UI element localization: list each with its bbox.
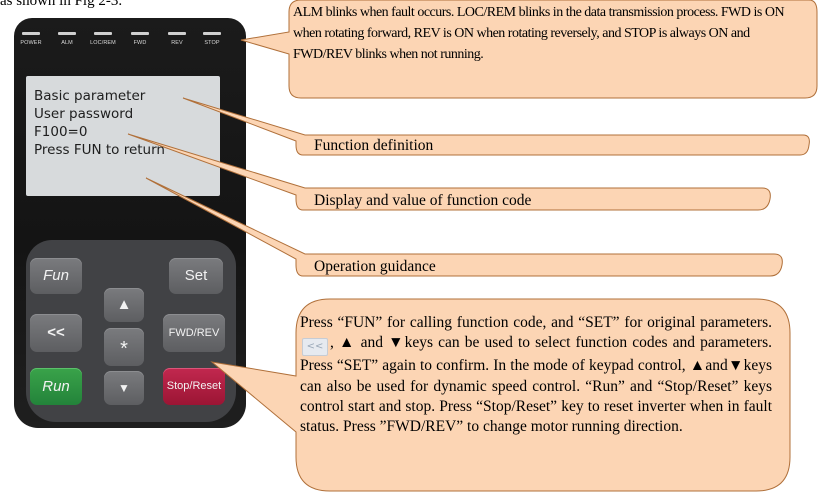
callout-function-definition-shape <box>182 97 810 156</box>
stop-reset-key-label: Stop/Reset <box>166 380 222 392</box>
set-key-label: Set <box>184 267 208 284</box>
keypad-panel: POWER ALM LOC/REM FWD REV STOP Basic par… <box>14 18 246 428</box>
led-power: POWER <box>17 32 45 46</box>
led-label: STOP <box>204 40 220 46</box>
led-loc-rem: LOC/REM <box>89 32 117 46</box>
callout-indicators-shape <box>240 0 818 99</box>
lcd-display: Basic parameter User password F100=0 Pre… <box>26 76 220 196</box>
set-key[interactable]: Set <box>169 258 223 294</box>
led-label: LOC/REM <box>90 40 116 46</box>
lcd-line-function-group: Basic parameter <box>34 88 146 104</box>
run-key-label: Run <box>42 378 70 395</box>
fun-key[interactable]: Fun <box>30 258 82 294</box>
star-key[interactable]: * <box>104 328 144 366</box>
double-chevron-left-icon: << <box>47 324 65 341</box>
callout-keys-text-part2: , ▲ and ▼keys can be used to select func… <box>300 334 772 436</box>
shift-left-key[interactable]: << <box>30 314 82 352</box>
stop-reset-key[interactable]: Stop/Reset <box>163 368 225 405</box>
led-label: REV <box>171 40 183 46</box>
up-arrow-key[interactable]: ▲ <box>104 288 144 322</box>
led-rev: REV <box>163 32 191 46</box>
indicator-led-row: POWER ALM LOC/REM FWD REV STOP <box>14 32 246 58</box>
down-arrow-key[interactable]: ▼ <box>104 371 144 405</box>
led-alm: ALM <box>53 32 81 46</box>
fwd-rev-key[interactable]: FWD/REV <box>163 314 225 352</box>
run-key[interactable]: Run <box>30 368 82 405</box>
asterisk-icon: * <box>120 338 128 360</box>
callout-indicators-text: ALM blinks when fault occurs. LOC/REM bl… <box>293 5 785 62</box>
lcd-line-function-value: F100=0 <box>34 124 88 140</box>
led-label: POWER <box>20 40 42 46</box>
callout-operation-guidance-text: Operation guidance <box>314 258 436 275</box>
callout-display-value-shape <box>127 133 771 211</box>
callout-display-value-text: Display and value of function code <box>314 192 532 209</box>
down-arrow-icon: ▼ <box>118 381 130 395</box>
callout-operation-guidance-shape <box>145 177 783 277</box>
fun-key-label: Fun <box>43 267 69 284</box>
led-stop: STOP <box>198 32 226 46</box>
led-label: FWD <box>133 40 147 46</box>
figure-caption-fragment: as shown in Fig 2-3. <box>0 0 123 9</box>
lcd-line-function-name: User password <box>34 106 134 122</box>
shift-key-icon: << <box>302 338 328 357</box>
callout-keys-shape <box>210 298 791 492</box>
callout-keys-text-part1: Press “FUN” for calling function code, a… <box>300 314 772 331</box>
fwd-rev-key-label: FWD/REV <box>168 327 220 339</box>
callout-function-definition-text: Function definition <box>314 137 434 154</box>
lcd-line-guidance: Press FUN to return <box>34 142 165 158</box>
led-label: ALM <box>61 40 73 46</box>
up-arrow-icon: ▲ <box>116 296 132 313</box>
callout-keys-text: Press “FUN” for calling function code, a… <box>300 313 772 437</box>
led-fwd: FWD <box>126 32 154 46</box>
